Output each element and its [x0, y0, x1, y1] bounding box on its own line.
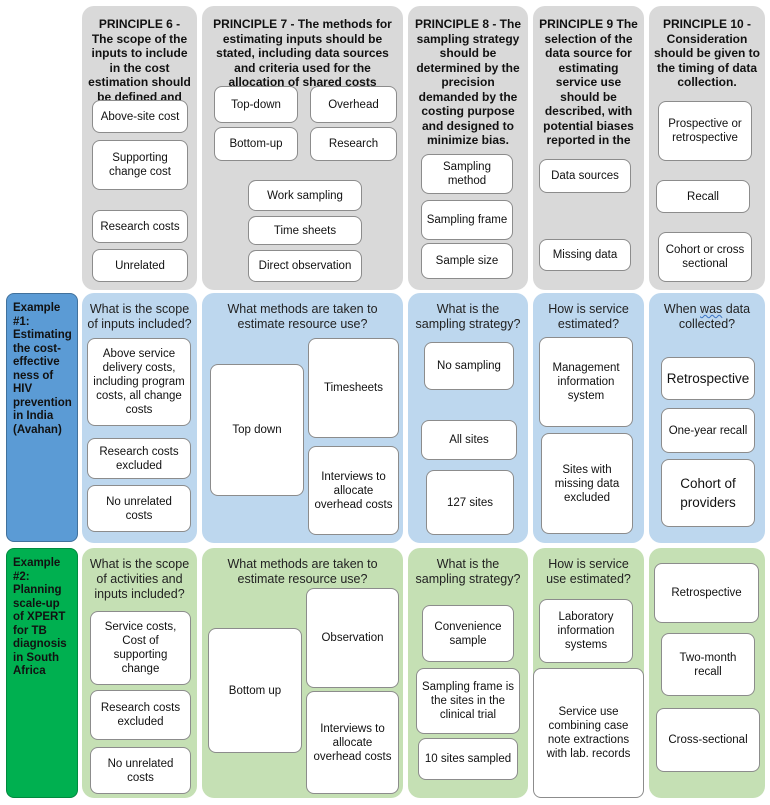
example-1-p8-question: What is the sampling strategy? — [415, 302, 521, 331]
example-1-p7-question: What methods are taken to estimate resou… — [227, 302, 378, 331]
example-2-p10-recall: Two-month recall — [661, 633, 755, 696]
example-2-p7-bottom-up: Bottom up — [208, 628, 302, 753]
principle-10-item-prospective: Prospective or retrospective — [658, 101, 752, 161]
example-2-p8-10-sites: 10 sites sampled — [418, 738, 518, 780]
example-1-p6-no-unrelated: No unrelated costs — [87, 485, 191, 532]
principle-10-panel: PRINCIPLE 10 - Consideration should be g… — [649, 6, 765, 290]
example-1-p8-panel: What is the sampling strategy? No sampli… — [408, 293, 528, 543]
example-2-p6-service-costs: Service costs, Cost of supporting change — [90, 611, 191, 685]
example-2-p9-lab-info: Laboratory information systems — [539, 599, 633, 663]
example-1-p10-question-c: data collected? — [678, 302, 751, 331]
principle-7-item-direct-observation: Direct observation — [248, 250, 362, 282]
principle-10-item-recall: Recall — [656, 180, 750, 213]
example-2-p7-interviews: Interviews to allocate overhead costs — [306, 691, 399, 794]
example-1-p10-retrospective: Retrospective — [661, 357, 755, 400]
principle-7-item-research: Research — [310, 127, 397, 161]
principle-7-panel: PRINCIPLE 7 - The methods for estimating… — [202, 6, 403, 290]
example-1-p8-all-sites: All sites — [421, 420, 517, 460]
principle-7-item-top-down: Top-down — [214, 86, 298, 123]
principle-8-item-sampling-method: Sampling method — [421, 154, 513, 194]
principle-8-item-sample-size: Sample size — [421, 243, 513, 279]
principle-7-item-work-sampling: Work sampling — [248, 180, 362, 211]
principle-10-heading: PRINCIPLE 10 - Consideration should be g… — [653, 17, 760, 89]
principle-9-panel: PRINCIPLE 9 The selection of the data so… — [533, 6, 644, 290]
example-1-p6-question: What is the scope of inputs included? — [87, 302, 192, 331]
example-2-p6-research-excluded: Research costs excluded — [90, 690, 191, 740]
principle-8-panel: PRINCIPLE 8 - The sampling strategy shou… — [408, 6, 528, 290]
principle-6-item-above-site: Above-site cost — [92, 100, 188, 133]
example-1-p6-scope: Above service delivery costs, including … — [87, 338, 191, 426]
principle-6-item-unrelated: Unrelated — [92, 249, 188, 282]
example-1-p6-panel: What is the scope of inputs included? Ab… — [82, 293, 197, 543]
example-1-p8-no-sampling: No sampling — [424, 342, 514, 390]
principle-8-item-sampling-frame: Sampling frame — [421, 200, 513, 240]
example-1-p10-question-b: was — [700, 302, 723, 316]
example-2-p8-question: What is the sampling strategy? — [415, 557, 521, 586]
principle-9-item-missing-data: Missing data — [539, 239, 631, 271]
example-2-p7-question: What methods are taken to estimate resou… — [227, 557, 378, 586]
example-2-p7-observation: Observation — [306, 588, 399, 688]
example-2-p10-panel: Retrospective Two-month recall Cross-sec… — [649, 548, 765, 798]
principle-7-heading: PRINCIPLE 7 - The methods for estimating… — [213, 17, 392, 89]
example-1-p7-interviews: Interviews to allocate overhead costs — [308, 446, 399, 535]
principle-6-heading: PRINCIPLE 6 - The scope of the inputs to… — [88, 17, 191, 103]
example-1-p7-top-down: Top down — [210, 364, 304, 496]
principle-9-heading: PRINCIPLE 9 The selection of the data so… — [539, 17, 638, 147]
example-1-p10-panel: When was data collected? Retrospective O… — [649, 293, 765, 543]
principle-9-item-data-sources: Data sources — [539, 159, 631, 193]
example-2-p8-sampling-frame: Sampling frame is the sites in the clini… — [416, 668, 520, 734]
principle-6-item-supporting-change: Supporting change cost — [92, 140, 188, 190]
principle-6-panel: PRINCIPLE 6 - The scope of the inputs to… — [82, 6, 197, 290]
example-1-p9-missing-excluded: Sites with missing data excluded — [541, 433, 633, 534]
example-1-p8-127-sites: 127 sites — [426, 470, 514, 535]
example-1-label: Example #1: Estimating the cost-effectiv… — [6, 293, 78, 542]
example-2-p6-question: What is the scope of activities and inpu… — [89, 557, 190, 601]
example-2-p7-panel: What methods are taken to estimate resou… — [202, 548, 403, 798]
example-1-p7-panel: What methods are taken to estimate resou… — [202, 293, 403, 543]
example-1-p6-research-excluded: Research costs excluded — [87, 438, 191, 479]
example-2-p9-service-use: Service use combining case note extracti… — [533, 668, 644, 798]
example-1-p10-question-a: When — [663, 302, 701, 316]
example-2-p8-panel: What is the sampling strategy? Convenien… — [408, 548, 528, 798]
example-2-p10-retrospective: Retrospective — [654, 563, 759, 623]
principle-7-item-time-sheets: Time sheets — [248, 216, 362, 245]
example-1-p9-question: How is service estimated? — [548, 302, 629, 331]
example-2-p10-cross-sectional: Cross-sectional — [656, 708, 760, 772]
example-2-p9-question: How is service use estimated? — [546, 557, 631, 586]
example-1-p9-panel: How is service estimated? Management inf… — [533, 293, 644, 543]
example-1-p10-cohort: Cohort of providers — [661, 459, 755, 527]
principle-10-item-cohort: Cohort or cross sectional — [658, 232, 752, 282]
example-1-p10-question: When was data collected? — [653, 302, 761, 332]
example-2-p9-panel: How is service use estimated? Laboratory… — [533, 548, 644, 798]
principle-7-item-bottom-up: Bottom-up — [214, 127, 298, 161]
example-2-label: Example #2: Planning scale-up of XPERT f… — [6, 548, 78, 798]
example-1-p7-timesheets: Timesheets — [308, 338, 399, 438]
example-1-p9-mis: Management information system — [539, 337, 633, 427]
example-2-p8-convenience: Convenience sample — [422, 605, 514, 662]
principle-8-heading: PRINCIPLE 8 - The sampling strategy shou… — [414, 17, 521, 147]
principle-7-item-overhead: Overhead — [310, 86, 397, 123]
example-2-p6-panel: What is the scope of activities and inpu… — [82, 548, 197, 798]
principle-6-item-research: Research costs — [92, 210, 188, 243]
example-2-p6-no-unrelated: No unrelated costs — [90, 747, 191, 794]
example-1-p10-recall: One-year recall — [661, 408, 755, 453]
